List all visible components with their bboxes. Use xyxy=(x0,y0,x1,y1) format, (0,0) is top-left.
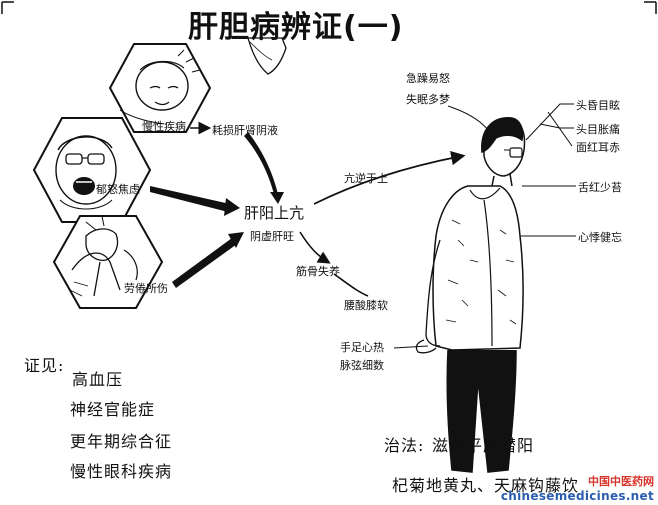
symptom-tongue: 舌红少苔 xyxy=(578,181,622,194)
node-overwork: 劳倦所伤 xyxy=(124,282,168,295)
symptom-insomnia: 失眠多梦 xyxy=(406,93,450,106)
node-tendon-bone: 筋骨失养 xyxy=(296,265,340,278)
title-area: 肝胆病辨证(一) xyxy=(188,2,440,45)
title-sketch xyxy=(247,37,287,75)
symptom-hand-foot-heat: 手足心热 xyxy=(340,341,384,354)
symptom-dizziness: 头昏目眩 xyxy=(576,99,620,112)
syndrome-item-3: 更年期综合征 xyxy=(70,432,173,451)
hexagon-overwork-illustration xyxy=(52,215,164,309)
node-waist-knee: 腰酸膝软 xyxy=(344,299,388,312)
page-title: 肝胆病辨证(一) xyxy=(188,10,404,45)
node-rebellion-up: 亢逆于上 xyxy=(344,172,388,185)
symptom-irritable: 急躁易怒 xyxy=(406,72,450,85)
node-kidney-depletion: 耗损肝肾阴液 xyxy=(212,124,278,137)
syndrome-item-2: 神经官能症 xyxy=(70,400,156,419)
node-liver-yang: 肝阳上亢 xyxy=(244,204,305,222)
patient-illustration xyxy=(415,117,526,473)
symptom-leader-lines xyxy=(393,103,576,349)
node-anger-anxiety: 郁怒焦虑 xyxy=(96,183,140,196)
hexagon-anger-illustration xyxy=(32,117,152,223)
watermark-url: chinesemedicines.net xyxy=(500,489,654,503)
watermark: 中国中医药网 chinesemedicines.net xyxy=(501,473,654,503)
node-chronic-disease: 慢性疾病 xyxy=(142,120,186,133)
syndromes-label: 证见: xyxy=(24,356,65,375)
syndrome-item-1: 高血压 xyxy=(72,370,124,389)
node-yin-deficiency: 阴虚肝旺 xyxy=(250,230,294,243)
symptom-pulse: 脉弦细数 xyxy=(340,359,384,372)
treatment-label: 治法: xyxy=(384,436,425,455)
watermark-brand: 中国中医药网 xyxy=(588,475,654,488)
flow-arrows xyxy=(150,121,466,297)
symptom-red-face: 面红耳赤 xyxy=(576,141,620,154)
symptom-palpitation: 心悸健忘 xyxy=(578,231,622,244)
syndrome-item-4: 慢性眼科疾病 xyxy=(70,462,173,481)
treatment-method: 滋阴平肝潜阳 xyxy=(432,436,535,455)
treatment-formula: 杞菊地黄丸、天麻钩藤饮 xyxy=(392,476,580,495)
symptom-head-distension: 头目胀痛 xyxy=(576,123,620,136)
hexagon-chronic-disease-illustration xyxy=(108,43,212,133)
